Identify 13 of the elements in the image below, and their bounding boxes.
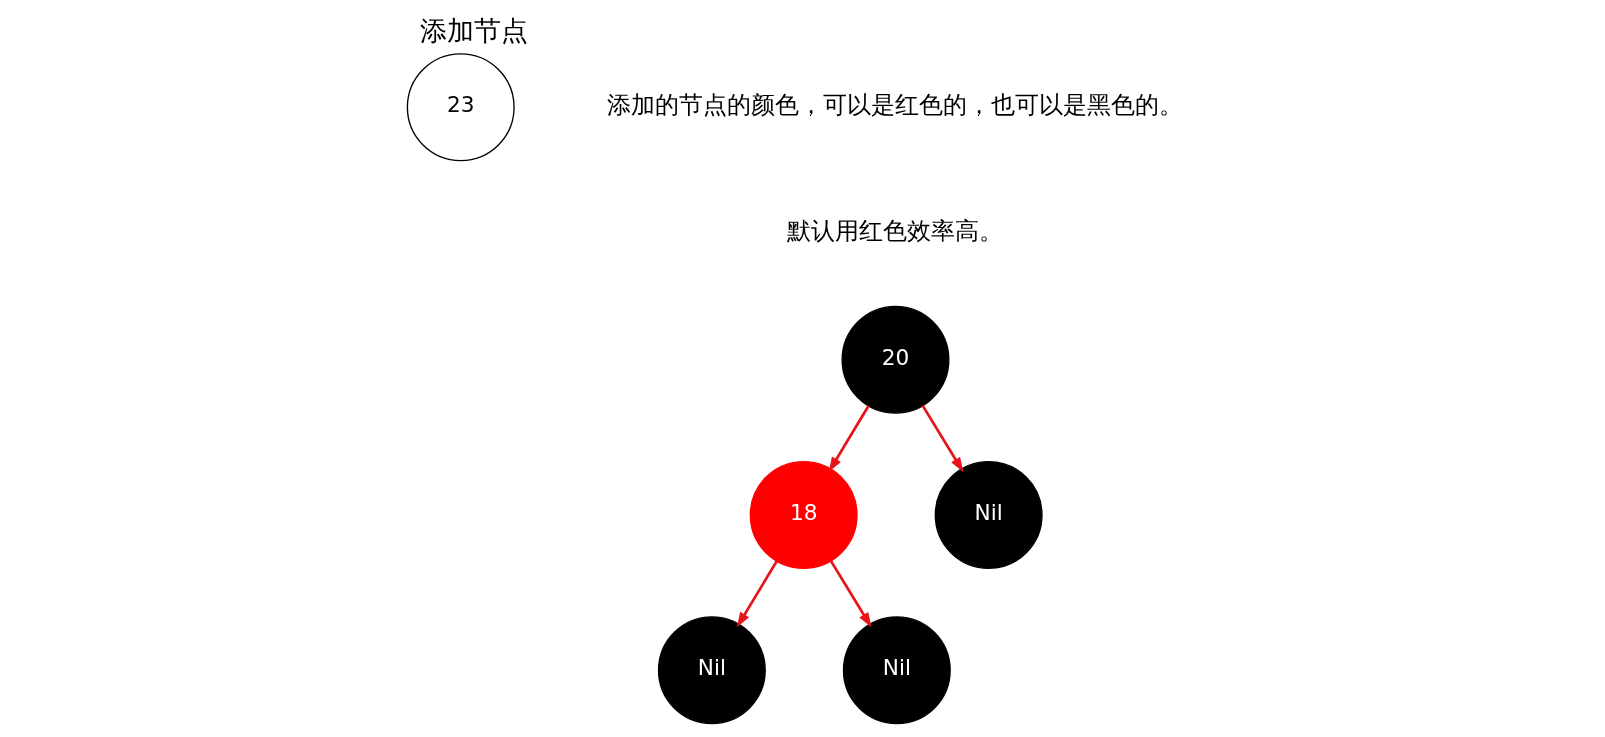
node-circle: Nil bbox=[934, 461, 1043, 569]
diagram-title: 添加节点 bbox=[419, 15, 528, 47]
arrow bbox=[736, 560, 778, 628]
arrow bbox=[921, 404, 963, 473]
node-circle: 23 bbox=[406, 53, 515, 162]
label: 添加的节点的颜色，可以是红色的，也可以是黑色的。 bbox=[606, 90, 1183, 120]
node-circle: Nil bbox=[842, 616, 951, 725]
label: 默认用红色效率高。 bbox=[786, 216, 1003, 246]
arrow bbox=[829, 560, 872, 628]
node-circle: Nil bbox=[657, 616, 766, 725]
node-circle: 20 bbox=[840, 305, 949, 414]
node-circle: 18 bbox=[749, 461, 858, 569]
arrow bbox=[828, 405, 870, 472]
